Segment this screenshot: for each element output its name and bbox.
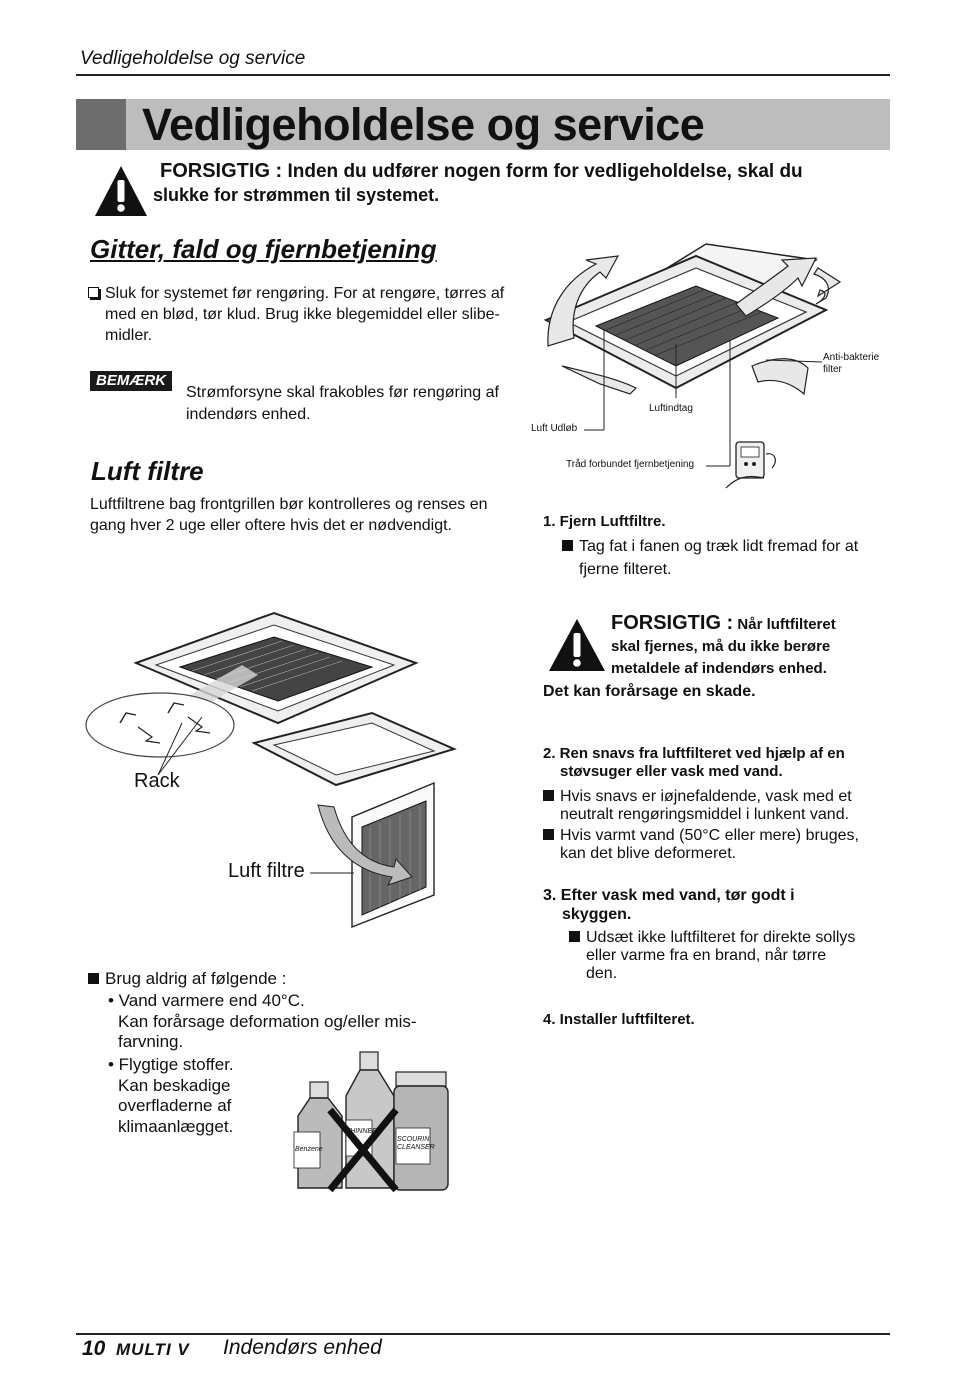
square-bullet-icon (543, 829, 554, 840)
step-3-item-line2: eller varme fra en brand, når tørre (586, 947, 827, 964)
label-air-outlet: Luft Udløb (531, 423, 578, 434)
caution-2-line4: Det kan forårsage en skade. (543, 683, 756, 700)
never-use-item-2-line4: klimaanlægget. (118, 1116, 234, 1136)
step-2-title-line1: 2. Ren snavs fra luftfilteret ved hjælp … (543, 745, 845, 762)
label-air-filters: Luft filtre (228, 860, 305, 882)
bottle-label-3-line2: CLEANSER (397, 1144, 435, 1151)
warning-icon (93, 164, 149, 218)
never-use-item-2: • Flygtige stoffer. Kan beskadige overfl… (108, 1055, 234, 1137)
bottle-label-2: THINNER (346, 1128, 378, 1135)
step-2-item-1-line1: Hvis snavs er iøjnefaldende, vask med et (560, 788, 852, 805)
running-header: Vedligeholdelse og service (80, 48, 306, 69)
square-bullet-icon (562, 540, 573, 551)
never-use-title-text: Brug aldrig af følgende : (105, 969, 287, 988)
step-2-title-line2: støvsuger eller vask med vand. (560, 763, 783, 780)
label-air-intake: Luftindtag (649, 403, 693, 414)
solvent-bottles-illustration (293, 1051, 449, 1193)
step-2-item-1: Hvis snavs er iøjnefaldende, vask med et… (543, 788, 852, 824)
label-antibacterial-filter: Anti-bakterie filter (823, 352, 879, 376)
step-1-item-line1: Tag fat i fanen og træk lidt fremad for … (579, 538, 859, 555)
step-3-item: Udsæt ikke luftfilteret for direkte soll… (569, 929, 855, 983)
note-line2: indendørs enhed. (186, 406, 311, 423)
step-2-item-2-line1: Hvis varmt vand (50°C eller mere) bruges… (560, 827, 859, 844)
square-bullet-icon (88, 973, 99, 984)
step-3-item-line1: Udsæt ikke luftfilteret for direkte soll… (586, 929, 856, 946)
footer-rule (76, 1333, 890, 1335)
step-3-title-line1: 3. Efter vask med vand, tør godt i (543, 887, 795, 904)
step-1-item: Tag fat i fanen og træk lidt fremad for … (562, 535, 858, 581)
step-3-title: 3. Efter vask med vand, tør godt i skygg… (543, 886, 795, 924)
never-use-item-2-line2: Kan beskadige (118, 1075, 231, 1095)
grille-bullet: Sluk for systemet før rengøring. For at … (88, 283, 528, 346)
filters-text: Luftfiltrene bag frontgrillen bør kontro… (90, 494, 488, 536)
header-rule (76, 74, 890, 76)
cassette-unit-diagram (543, 243, 842, 489)
filters-text-line1: Luftfiltrene bag frontgrillen bør kontro… (90, 496, 488, 513)
warning-icon-2 (547, 617, 607, 673)
never-use-item-2-line3: overfladerne af (118, 1096, 232, 1115)
caution-text: Inden du udfører nogen form for vedligeh… (287, 161, 803, 182)
caution-2-line3: metaldele af indendørs enhed. (611, 660, 827, 677)
bottle-label-3: SCOURIN CLEANSER (397, 1136, 435, 1152)
step-3-item-line3: den. (586, 965, 618, 982)
label-antibacterial-2: filter (823, 364, 842, 375)
caution-text-2: slukke for strømmen til systemet. (153, 185, 440, 205)
step-3-title-line2: skyggen. (562, 906, 632, 923)
caution-2-line2: skal fjernes, må du ikke berøre (611, 638, 831, 655)
step-2-item-2-line2: kan det blive deformeret. (560, 845, 737, 862)
note-text: Strømforsyne skal frakobles før rengørin… (186, 382, 499, 426)
bottle-label-3-line1: SCOURIN (397, 1136, 430, 1143)
never-use-item-1: • Vand varmere end 40°C. Kan forårsage d… (108, 991, 417, 1053)
section-heading-filters: Luft filtre (91, 456, 204, 486)
note-badge: BEMÆRK (90, 371, 172, 391)
section-heading-grille: Gitter, fald og fjernbetjening (90, 234, 437, 264)
step-2-item-2: Hvis varmt vand (50°C eller mere) bruges… (543, 827, 859, 863)
step-1-title: 1. Fjern Luftfiltre. (543, 513, 666, 530)
note-line1: Strømforsyne skal frakobles før rengørin… (186, 384, 499, 401)
checkbox-bullet-icon (88, 287, 99, 298)
caution-2-line1: Når luftfilteret (737, 616, 836, 633)
filters-text-line2: gang hver 2 uge eller oftere hvis det er… (90, 517, 452, 534)
step-2-item-1-line2: neutralt rengøringsmiddel i lunkent vand… (560, 806, 850, 823)
step-1-item-line2: fjerne filteret. (579, 561, 672, 578)
label-antibacterial-1: Anti-bakterie (823, 352, 880, 363)
caution-label: FORSIGTIG : (160, 160, 283, 182)
brand-logo: MULTI V (116, 1340, 190, 1359)
title-bar (76, 99, 890, 150)
step-2-title: 2. Ren snavs fra luftfilteret ved hjælp … (543, 745, 845, 781)
square-bullet-icon (543, 790, 554, 801)
label-rack: Rack (134, 770, 180, 792)
step-4-title: 4. Installer luftfilteret. (543, 1011, 695, 1028)
never-use-item-1-line3: farvning. (118, 1032, 184, 1051)
never-use-item-1-line2: Kan forårsage deformation og/eller mis- (118, 1011, 417, 1031)
filter-removal-diagram (85, 611, 457, 929)
bottle-label-1: Benzene (295, 1146, 323, 1153)
never-use-item-1-line1: • Vand varmere end 40°C. (108, 991, 305, 1010)
grille-bullet-line1: Sluk for systemet før rengøring. For at … (105, 285, 505, 302)
footer-text: Indendørs enhed (223, 1336, 382, 1359)
page-number: 10 (82, 1337, 106, 1360)
title-bar-accent (76, 99, 126, 150)
page-title: Vedligeholdelse og service (142, 99, 705, 150)
square-bullet-icon (569, 931, 580, 942)
caution-2-label: FORSIGTIG : (611, 612, 734, 634)
grille-bullet-line3: midler. (105, 327, 153, 344)
caution-top: FORSIGTIG : Inden du udfører nogen form … (160, 159, 880, 184)
label-wired-remote: Tråd forbundet fjernbetjening (566, 459, 695, 470)
caution-2: FORSIGTIG : Når luftfilteret skal fjerne… (611, 612, 836, 680)
never-use-title: Brug aldrig af følgende : (88, 968, 286, 990)
never-use-item-2-line1: • Flygtige stoffer. (108, 1055, 234, 1074)
grille-bullet-line2: med en blød, tør klud. Brug ikke blegemi… (105, 306, 500, 323)
